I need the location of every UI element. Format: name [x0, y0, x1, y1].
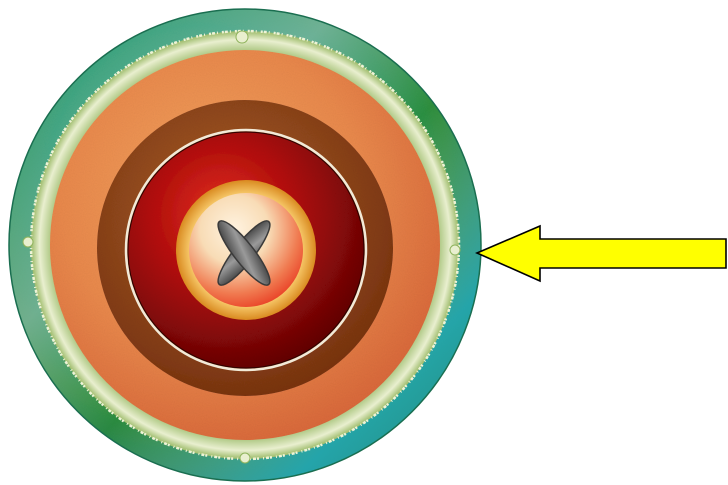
yellow-arrow-icon: [477, 226, 726, 281]
